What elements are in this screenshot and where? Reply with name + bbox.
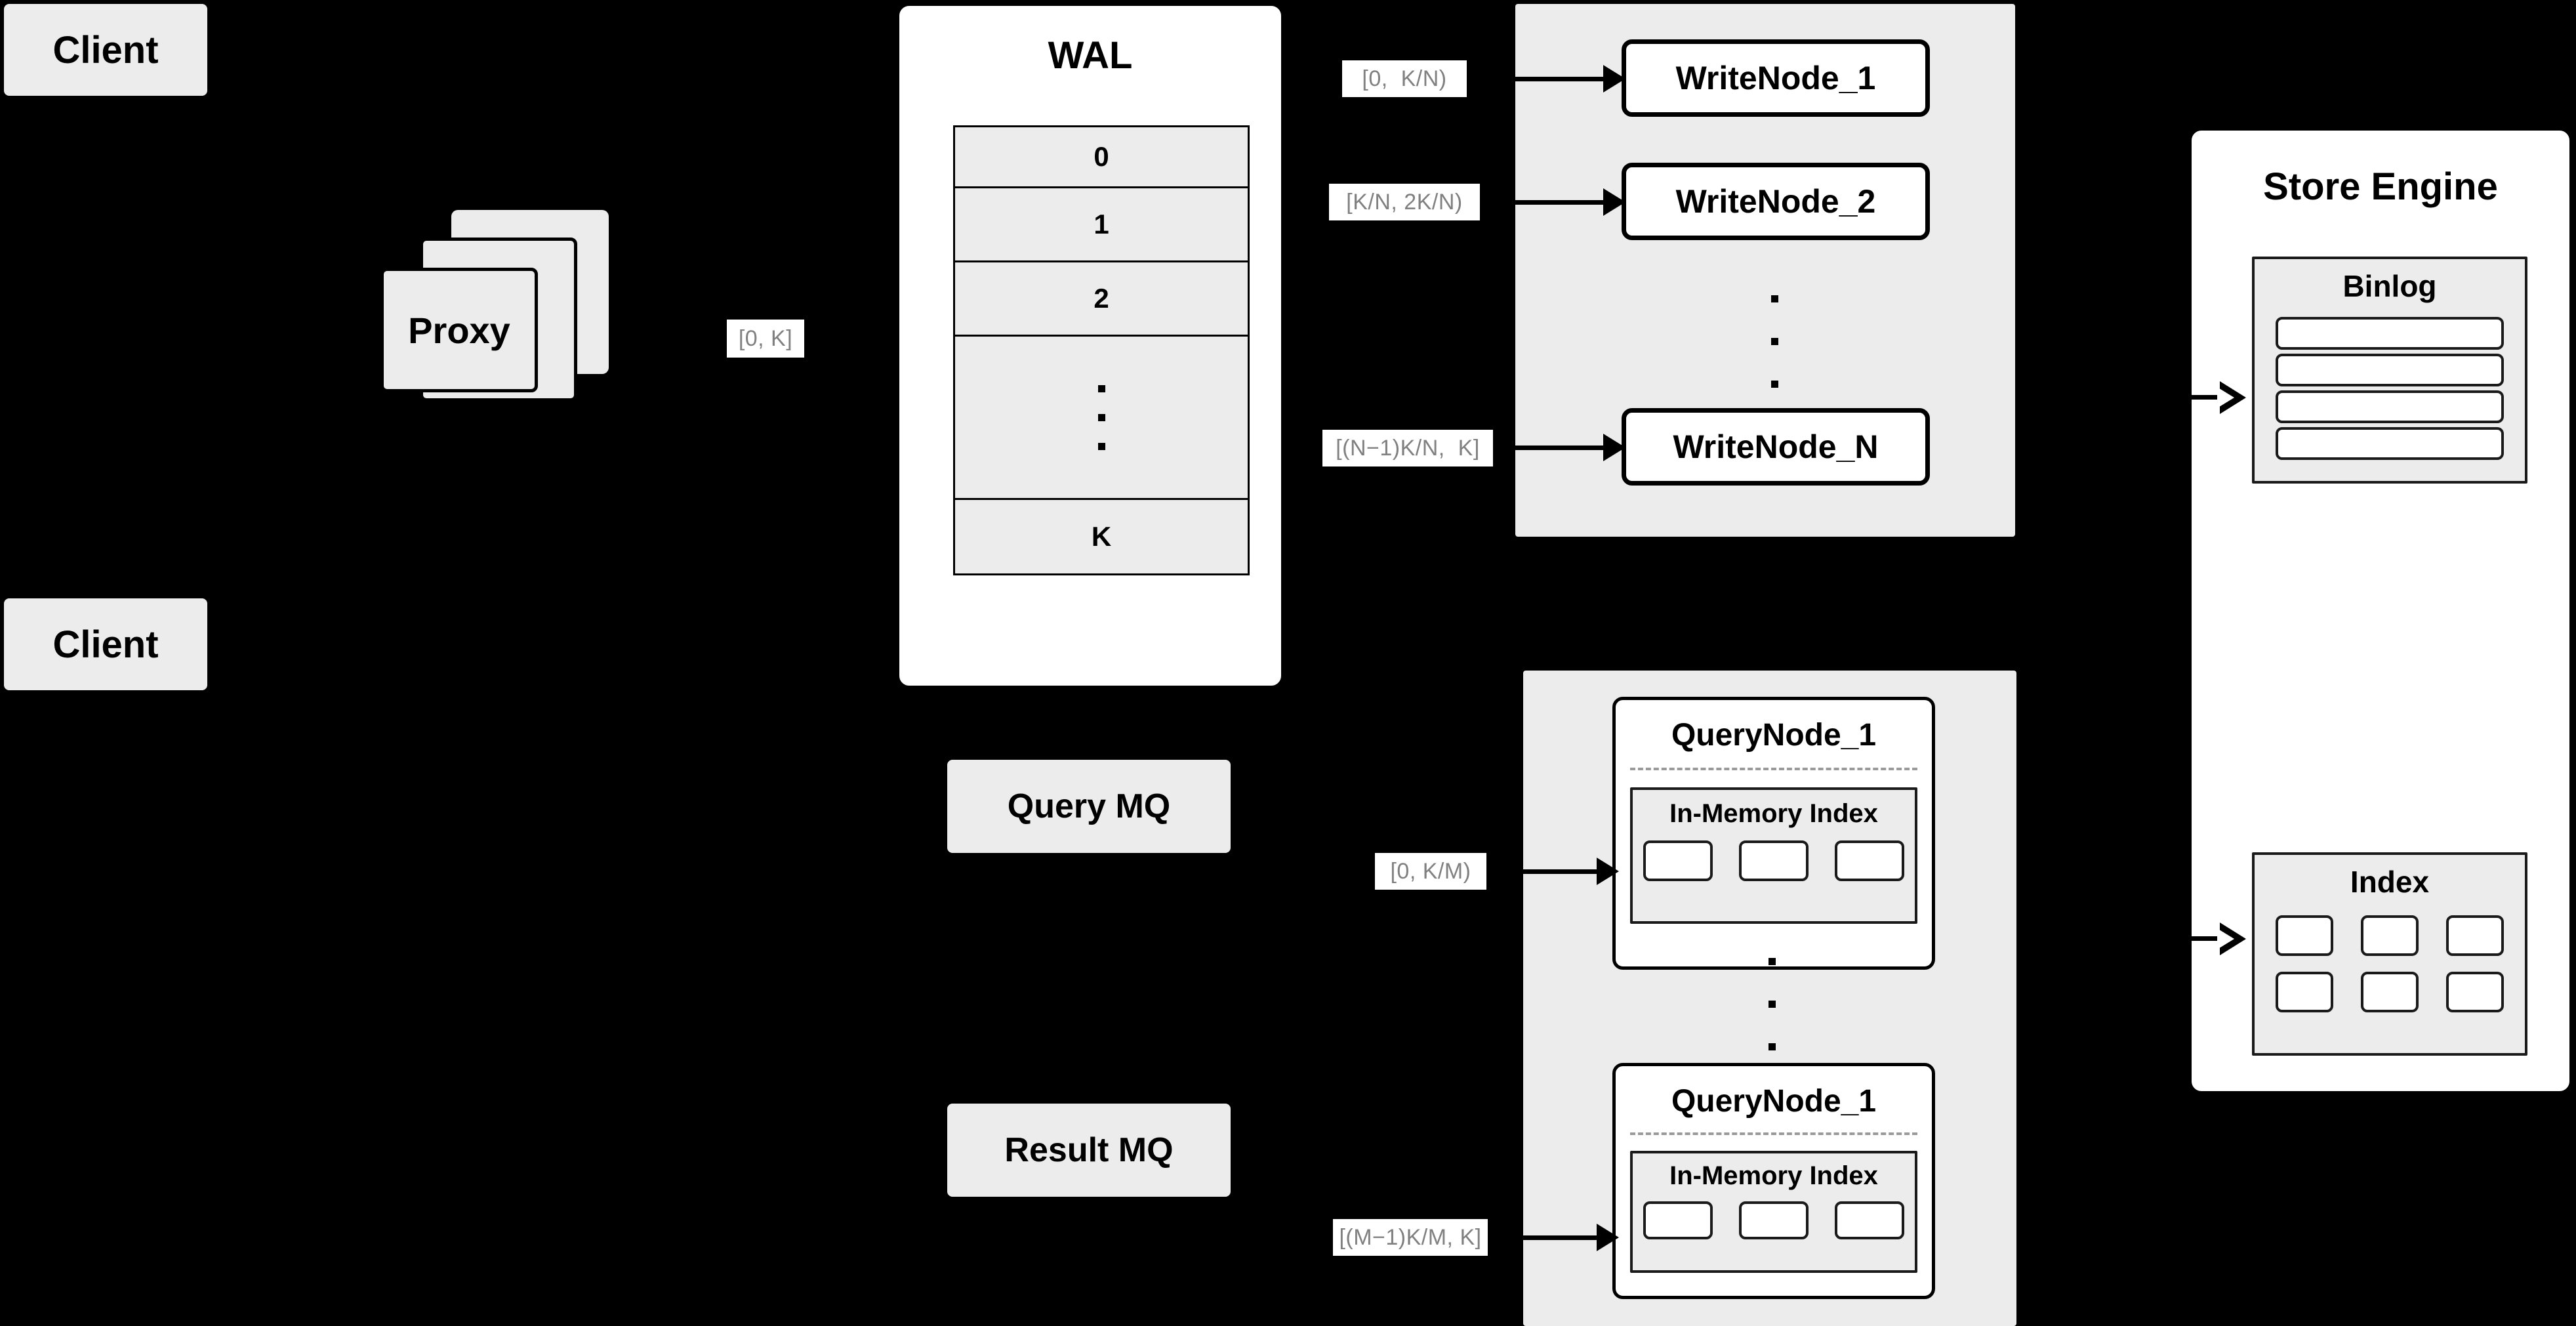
write-node-1[interactable]: WriteNode_1 <box>1622 39 1930 117</box>
proxy-card-front[interactable]: Proxy <box>380 268 538 392</box>
binlog-row[interactable] <box>2276 317 2504 350</box>
store-engine-panel: Store Engine Binlog Index <box>2190 129 2571 1093</box>
wal-row[interactable]: 2 <box>953 260 1250 337</box>
index-cell[interactable] <box>2361 915 2419 956</box>
index-title: Index <box>2350 865 2430 899</box>
vertical-ellipsis-icon <box>1097 384 1105 450</box>
binlog-box[interactable]: Binlog <box>2252 257 2527 484</box>
range-label-write-node-n: [(N−1)K/N, K] <box>1322 430 1493 466</box>
wal-row[interactable]: 1 <box>953 186 1250 262</box>
write-node-ellipsis-icon <box>1765 282 1784 400</box>
query-mq-box[interactable]: Query MQ <box>947 760 1231 853</box>
write-node-1-label: WriteNode_1 <box>1675 60 1876 96</box>
binlog-row[interactable] <box>2276 427 2504 460</box>
arrow-to-query-node-1 <box>1523 857 1622 886</box>
range-label-query-node-1: [0, K/M) <box>1375 853 1486 890</box>
index-box[interactable]: Index <box>2252 852 2527 1056</box>
range-label-write-node-n-text: [(N−1)K/N, K] <box>1336 435 1480 461</box>
index-cell[interactable] <box>1835 1201 1904 1239</box>
arrow-to-query-node-m <box>1523 1223 1622 1252</box>
write-node-2[interactable]: WriteNode_2 <box>1622 163 1930 240</box>
query-node-ellipsis-icon <box>1762 945 1782 1063</box>
binlog-row[interactable] <box>2276 354 2504 386</box>
index-cell[interactable] <box>1739 840 1809 881</box>
result-mq-label: Result MQ <box>1004 1131 1174 1169</box>
client-label-1: Client <box>52 28 159 72</box>
index-cell[interactable] <box>2361 972 2419 1012</box>
range-label-write-node-2: [K/N, 2K/N) <box>1329 184 1480 220</box>
proxy-label: Proxy <box>408 309 510 351</box>
range-label-query-node-m: [(M−1)K/M, K] <box>1333 1219 1488 1256</box>
index-cell[interactable] <box>1643 1201 1713 1239</box>
wal-row-label: 0 <box>1094 141 1109 172</box>
query-node-1-divider <box>1630 768 1917 770</box>
range-label-proxy-out: [0, K] <box>727 320 804 358</box>
wal-title: WAL <box>1048 34 1133 77</box>
store-engine-title: Store Engine <box>2263 165 2498 208</box>
index-cell[interactable] <box>1739 1201 1809 1239</box>
query-node-m-divider <box>1630 1132 1917 1135</box>
arrow-to-write-node-n <box>1515 433 1628 462</box>
binlog-row[interactable] <box>2276 390 2504 423</box>
wal-row-list: 0 1 2 K <box>953 125 1250 644</box>
index-cell[interactable] <box>2446 972 2504 1012</box>
arrow-to-index <box>2178 922 2263 956</box>
index-cell[interactable] <box>1835 840 1904 881</box>
query-mq-label: Query MQ <box>1007 787 1171 825</box>
query-node-1-inmemory-index[interactable]: In-Memory Index <box>1630 787 1917 924</box>
wal-row[interactable]: 0 <box>953 125 1250 188</box>
wal-row-label: K <box>1091 521 1112 552</box>
range-label-query-node-1-text: [0, K/M) <box>1390 858 1471 884</box>
range-label-write-node-1: [0, K/N) <box>1342 60 1467 97</box>
query-node-1[interactable]: QueryNode_1 In-Memory Index <box>1612 697 1935 970</box>
index-cell[interactable] <box>2276 972 2333 1012</box>
wal-row-label: 2 <box>1094 283 1109 314</box>
wal-panel: WAL 0 1 2 K <box>897 4 1283 688</box>
range-label-write-node-1-text: [0, K/N) <box>1362 66 1447 91</box>
query-node-1-inmemory-index-label: In-Memory Index <box>1669 799 1878 828</box>
wal-row-ellipsis <box>953 335 1250 500</box>
result-mq-box[interactable]: Result MQ <box>947 1104 1231 1197</box>
query-node-m[interactable]: QueryNode_1 In-Memory Index <box>1612 1063 1935 1299</box>
client-label-2: Client <box>52 623 159 666</box>
range-label-proxy-out-text: [0, K] <box>738 325 793 351</box>
proxy-stack[interactable]: Proxy <box>380 210 676 433</box>
arrow-to-write-node-1 <box>1515 64 1628 93</box>
wal-row[interactable]: K <box>953 498 1250 575</box>
client-box-2[interactable]: Client <box>4 598 207 690</box>
query-node-m-label: QueryNode_1 <box>1671 1084 1877 1119</box>
range-label-write-node-2-text: [K/N, 2K/N) <box>1346 189 1463 215</box>
arrow-to-binlog <box>2178 381 2263 415</box>
write-node-n[interactable]: WriteNode_N <box>1622 408 1930 486</box>
binlog-title: Binlog <box>2342 269 2437 303</box>
wal-row-label: 1 <box>1094 209 1109 239</box>
range-label-query-node-m-text: [(M−1)K/M, K] <box>1339 1224 1482 1250</box>
query-node-1-label: QueryNode_1 <box>1671 718 1877 753</box>
arrow-to-write-node-2 <box>1515 188 1628 217</box>
index-cell[interactable] <box>1643 840 1713 881</box>
write-node-n-label: WriteNode_N <box>1673 428 1879 465</box>
write-node-2-label: WriteNode_2 <box>1675 183 1876 220</box>
client-box-1[interactable]: Client <box>4 4 207 96</box>
query-node-m-inmemory-index[interactable]: In-Memory Index <box>1630 1151 1917 1273</box>
index-cell[interactable] <box>2446 915 2504 956</box>
query-node-m-inmemory-index-label: In-Memory Index <box>1669 1161 1878 1190</box>
index-cell[interactable] <box>2276 915 2333 956</box>
